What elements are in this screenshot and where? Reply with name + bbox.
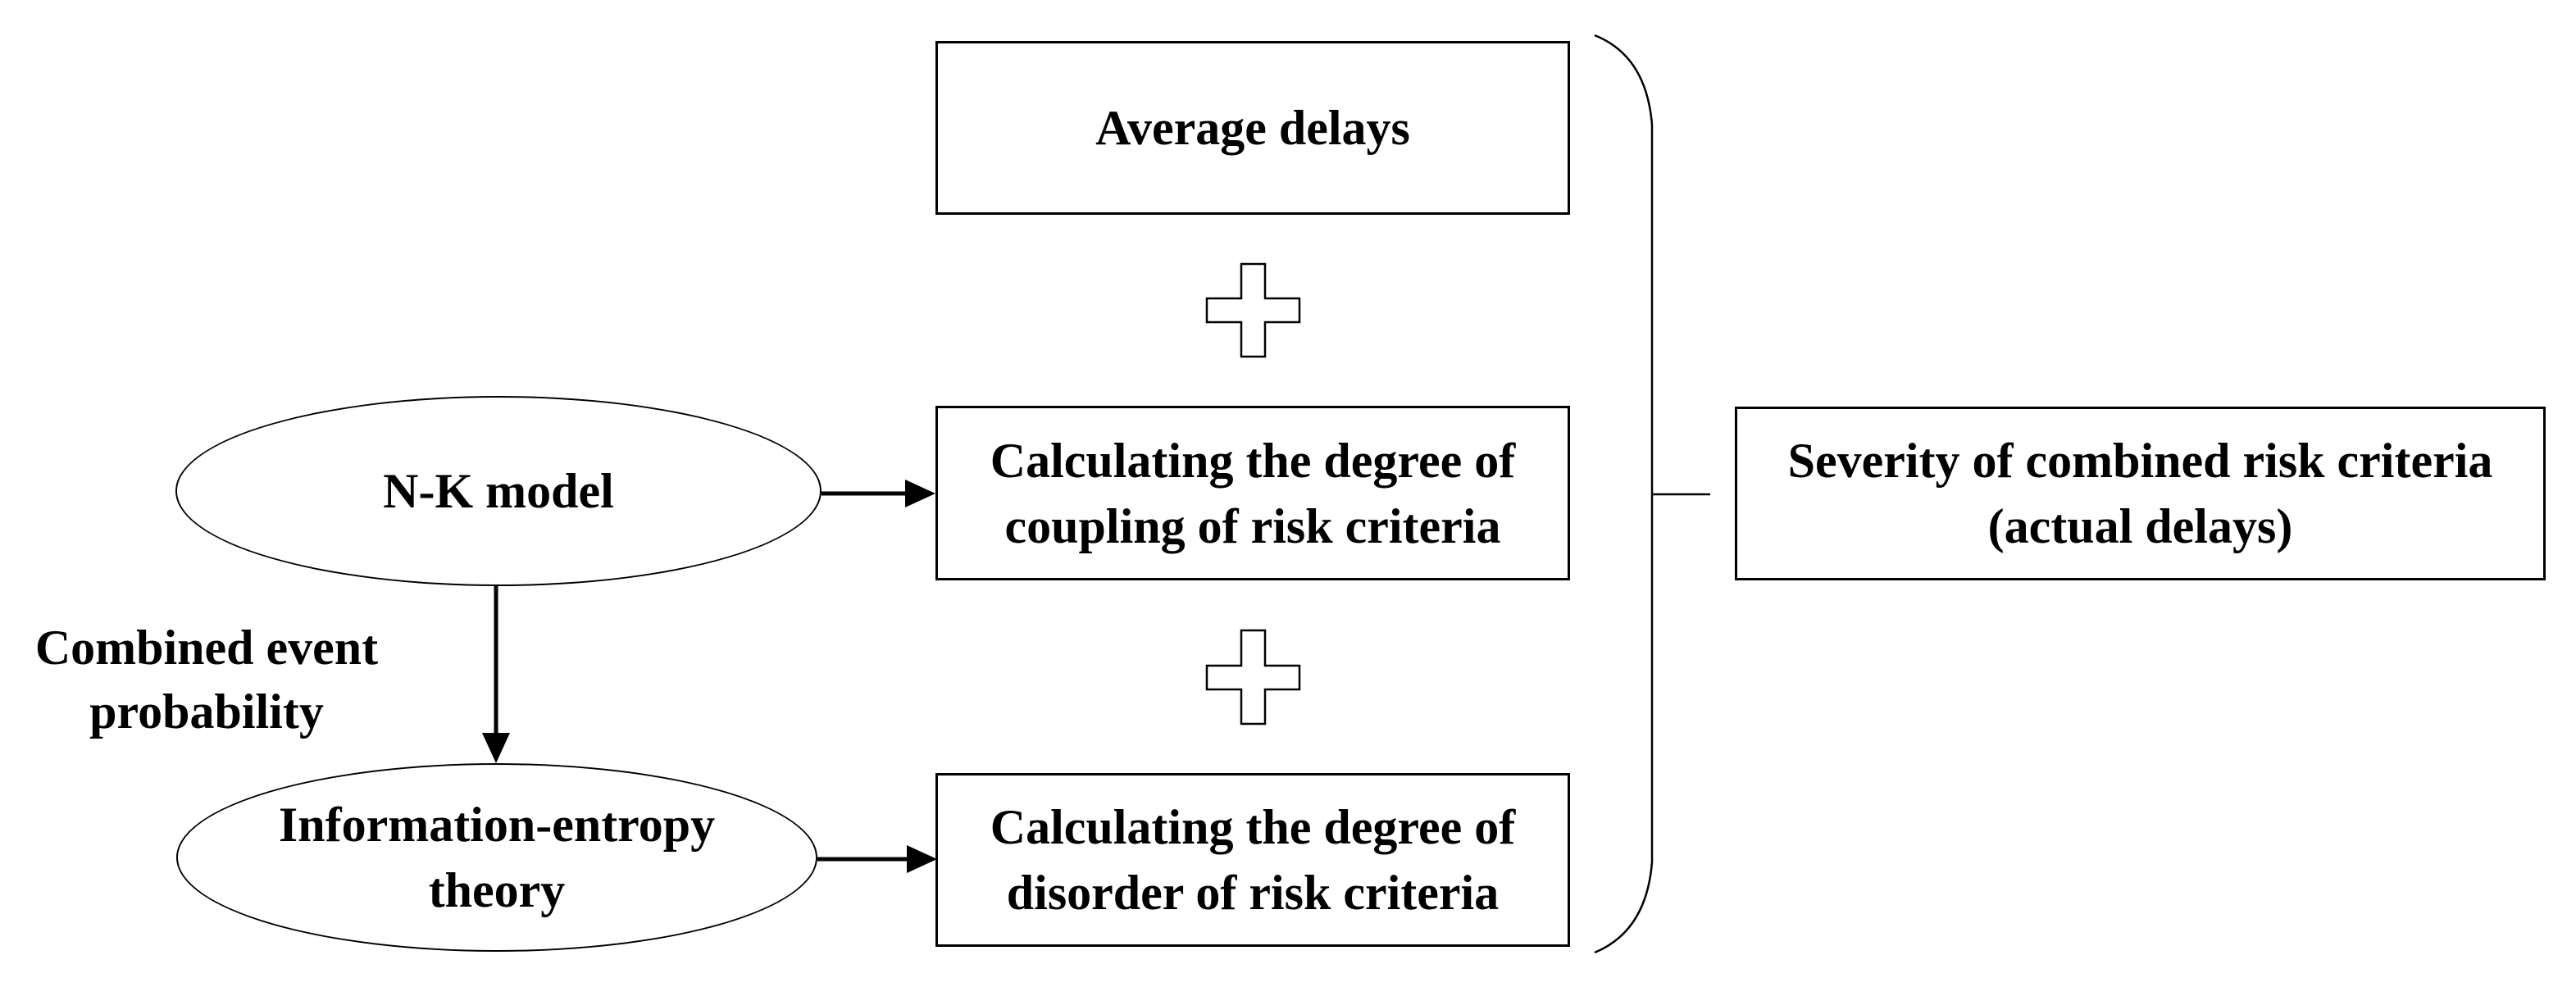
disorder-degree-label-line1: Calculating the degree of [990, 800, 1516, 854]
severity-label-line1: Severity of combined risk criteria [1787, 434, 2493, 488]
plus-icon [1205, 629, 1301, 725]
nk-model-ellipse: N-K model [175, 396, 821, 586]
combined-event-label-line2: probability [89, 685, 324, 739]
nk-model-label: N-K model [383, 464, 614, 518]
combined-event-probability-label: Combined event probability [0, 616, 413, 744]
average-delays-label: Average delays [1095, 101, 1410, 155]
severity-box: Severity of combined risk criteria (actu… [1735, 407, 2546, 580]
coupling-degree-box: Calculating the degree of coupling of ri… [935, 406, 1570, 580]
coupling-degree-label-line1: Calculating the degree of [990, 433, 1516, 488]
information-entropy-ellipse: Information-entropy theory [176, 763, 817, 952]
arrow-down-icon [482, 586, 510, 763]
combined-event-label-line1: Combined event [34, 621, 379, 675]
average-delays-box: Average delays [935, 41, 1570, 215]
right-brace-icon [1594, 34, 1654, 954]
plus-icon [1205, 262, 1301, 358]
information-entropy-label-line2: theory [428, 863, 566, 917]
coupling-degree-label-line2: coupling of risk criteria [1004, 498, 1501, 553]
information-entropy-label-line1: Information-entropy [278, 798, 716, 852]
disorder-degree-box: Calculating the degree of disorder of ri… [935, 773, 1570, 947]
arrow-right-icon [821, 480, 935, 507]
disorder-degree-label-line2: disorder of risk criteria [1006, 866, 1500, 920]
arrow-right-icon [817, 845, 937, 873]
severity-label-line2: (actual delays) [1987, 499, 2293, 553]
